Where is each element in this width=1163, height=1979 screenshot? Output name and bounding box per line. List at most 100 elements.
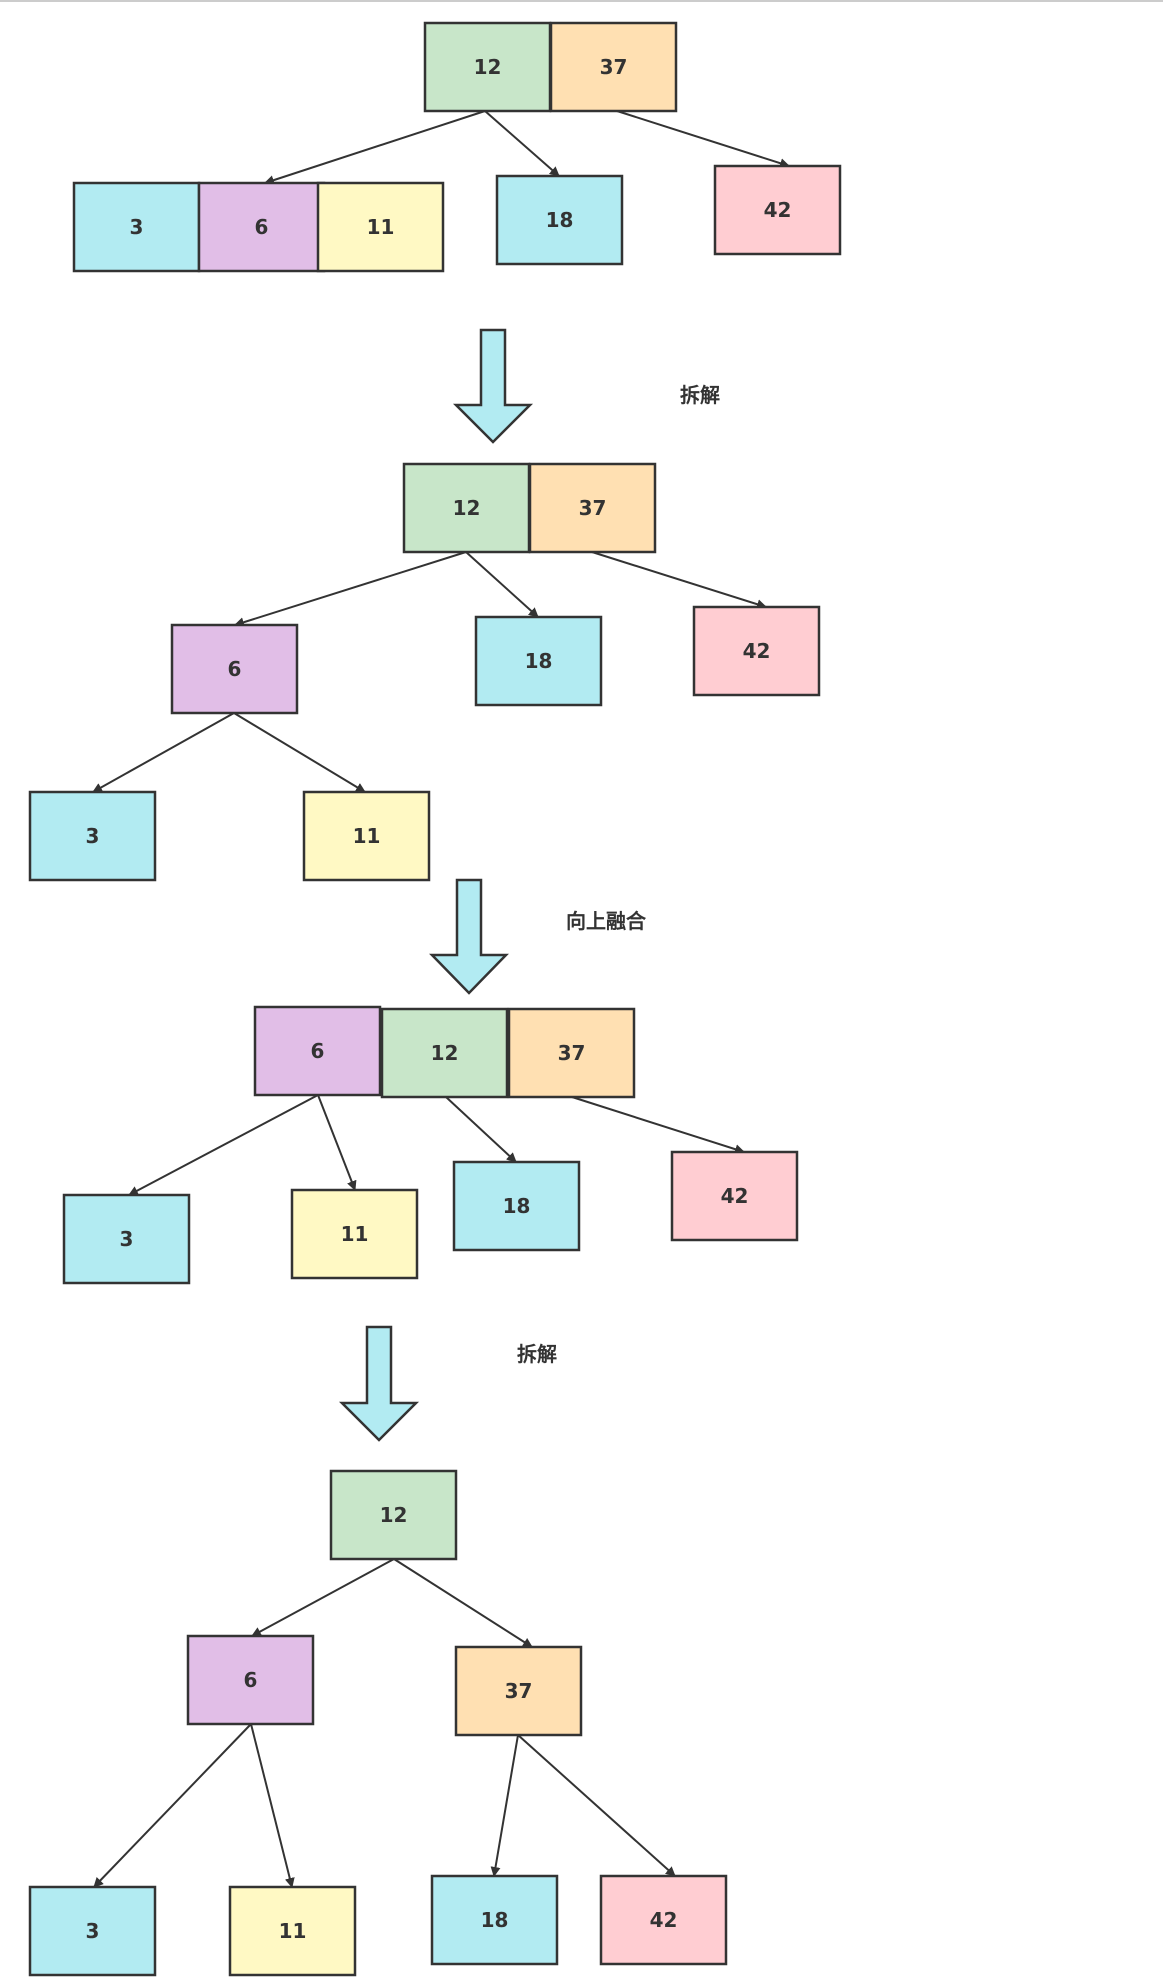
node-key-label: 6 xyxy=(228,657,242,681)
node-box xyxy=(713,164,842,256)
tree-node-d1-18: 18 xyxy=(495,174,624,266)
node-box xyxy=(28,790,157,882)
tree-node-d3-42: 42 xyxy=(670,1150,799,1242)
node-key-label: 18 xyxy=(546,208,574,232)
node-box xyxy=(495,174,624,266)
tree-node-d1-6: 6 xyxy=(197,181,326,273)
tree-node-d2-3: 3 xyxy=(28,790,157,882)
tree-node-d2-12: 12 xyxy=(402,462,531,554)
node-box xyxy=(316,181,445,273)
node-box xyxy=(329,1469,458,1561)
node-key-label: 37 xyxy=(579,496,607,520)
tree-node-d2-6: 6 xyxy=(170,623,299,715)
node-key-label: 12 xyxy=(380,1503,408,1527)
nodes-layer: 12 37 3 6 11 18 42 12 37 6 18 42 3 11 6 12 37 3 11 18 42 12 6 3… xyxy=(28,21,842,1977)
tree-node-d3-6: 6 xyxy=(253,1005,382,1097)
node-box xyxy=(430,1874,559,1966)
tree-edge-8 xyxy=(233,712,366,793)
node-key-label: 3 xyxy=(86,1919,100,1943)
tree-edge-2 xyxy=(484,110,560,177)
tree-node-d2-11: 11 xyxy=(302,790,431,882)
node-key-label: 42 xyxy=(764,198,792,222)
node-box xyxy=(528,462,657,554)
node-key-label: 42 xyxy=(743,639,771,663)
node-key-label: 42 xyxy=(650,1908,678,1932)
node-key-label: 6 xyxy=(255,215,269,239)
node-box xyxy=(302,790,431,882)
node-key-label: 6 xyxy=(244,1668,258,1692)
step-down-arrow-icon-1 xyxy=(452,328,534,444)
node-box xyxy=(474,615,603,707)
node-key-label: 12 xyxy=(474,55,502,79)
node-key-label: 11 xyxy=(341,1222,369,1246)
node-key-label: 42 xyxy=(721,1184,749,1208)
tree-edge-14 xyxy=(393,1558,533,1648)
node-box xyxy=(228,1885,357,1977)
tree-edge-10 xyxy=(317,1094,357,1191)
tree-node-d1-11: 11 xyxy=(316,181,445,273)
node-key-label: 18 xyxy=(525,649,553,673)
step-down-arrow-icon-3 xyxy=(338,1325,420,1442)
step-label-3: 拆解 xyxy=(517,1342,557,1366)
node-box xyxy=(186,1634,315,1726)
node-key-label: 6 xyxy=(311,1039,325,1063)
tree-edge-1 xyxy=(264,110,486,185)
node-key-label: 11 xyxy=(353,824,381,848)
node-key-label: 18 xyxy=(503,1194,531,1218)
step-arrows-layer xyxy=(338,328,534,1442)
tree-edge-7 xyxy=(92,712,235,793)
step-label-2: 向上融合 xyxy=(566,909,647,933)
node-box xyxy=(170,623,299,715)
node-box xyxy=(670,1150,799,1242)
tree-node-d3-37: 37 xyxy=(507,1007,636,1099)
tree-edge-16 xyxy=(250,1723,295,1888)
tree-edge-12 xyxy=(571,1096,745,1155)
tree-node-d4-12: 12 xyxy=(329,1469,458,1561)
node-box xyxy=(380,1007,509,1099)
tree-node-d4-37: 37 xyxy=(454,1645,583,1737)
tree-node-d3-18: 18 xyxy=(452,1160,581,1252)
edges-layer xyxy=(92,110,790,1888)
node-box xyxy=(253,1005,382,1097)
tree-node-d1-42: 42 xyxy=(713,164,842,256)
tree-node-d3-3: 3 xyxy=(62,1193,191,1285)
node-box xyxy=(454,1645,583,1737)
tree-node-d2-18: 18 xyxy=(474,615,603,707)
tree-node-d4-42: 42 xyxy=(599,1874,728,1966)
tree-edge-18 xyxy=(517,1734,676,1877)
tree-edge-4 xyxy=(234,551,467,628)
tree-node-d4-6: 6 xyxy=(186,1634,315,1726)
node-box xyxy=(692,605,821,697)
tree-node-d3-12: 12 xyxy=(380,1007,509,1099)
tree-edge-9 xyxy=(128,1094,319,1196)
node-box xyxy=(28,1885,157,1977)
node-key-label: 3 xyxy=(86,824,100,848)
node-key-label: 3 xyxy=(130,215,144,239)
node-key-label: 11 xyxy=(279,1919,307,1943)
node-key-label: 37 xyxy=(600,55,628,79)
tree-node-d4-18: 18 xyxy=(430,1874,559,1966)
tree-edge-15 xyxy=(93,1723,252,1888)
tree-node-d3-11: 11 xyxy=(290,1188,419,1280)
tree-node-d1-37: 37 xyxy=(549,21,678,113)
tree-edge-3 xyxy=(616,110,790,169)
node-box xyxy=(72,181,201,273)
tree-node-d2-42: 42 xyxy=(692,605,821,697)
tree-node-d2-37: 37 xyxy=(528,462,657,554)
node-key-label: 37 xyxy=(558,1041,586,1065)
node-box xyxy=(62,1193,191,1285)
node-key-label: 3 xyxy=(120,1227,134,1251)
tree-edge-11 xyxy=(445,1096,517,1163)
node-box xyxy=(290,1188,419,1280)
tree-node-d4-11: 11 xyxy=(228,1885,357,1977)
tree-edge-5 xyxy=(465,551,539,618)
tree-edge-17 xyxy=(490,1734,519,1877)
tree-node-d1-3: 3 xyxy=(72,181,201,273)
node-key-label: 12 xyxy=(431,1041,459,1065)
node-box xyxy=(599,1874,728,1966)
node-box xyxy=(549,21,678,113)
tree-node-d1-12: 12 xyxy=(423,21,552,113)
tree-node-d4-3: 3 xyxy=(28,1885,157,1977)
